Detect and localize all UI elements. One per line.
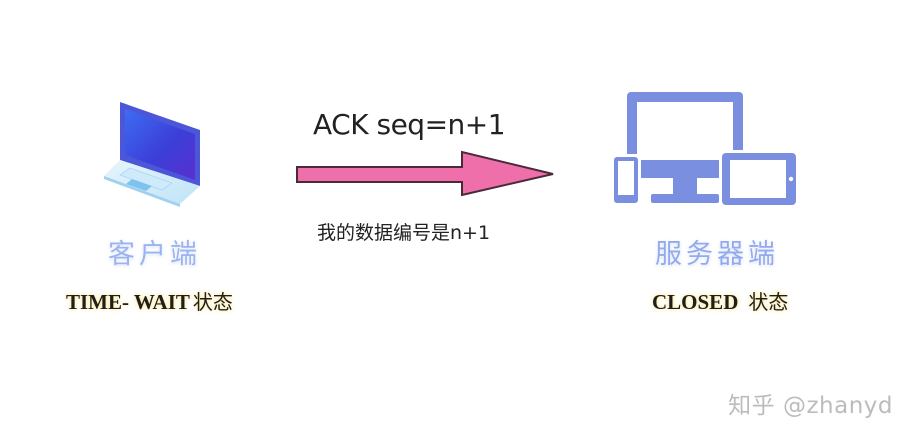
server-state-name: CLOSED — [652, 290, 739, 314]
ack-arrow — [296, 150, 554, 197]
server-state: CLOSED 状态 — [652, 286, 788, 315]
ack-note: 我的数据编号是n+1 — [317, 222, 491, 244]
server-label: 服务器端 — [655, 239, 779, 270]
ack-seq-label: ACK seq=n+1 — [313, 108, 506, 141]
watermark: 知乎 @zhanyd — [728, 393, 893, 419]
monitor-tablet-phone-icon — [611, 92, 799, 208]
client-state-name: TIME- WAIT — [66, 290, 190, 314]
server-state-suffix: 状态 — [748, 290, 789, 314]
client-state-suffix: 状态 — [192, 290, 233, 314]
client-label: 客户端 — [108, 239, 201, 270]
laptop-icon — [104, 102, 200, 207]
